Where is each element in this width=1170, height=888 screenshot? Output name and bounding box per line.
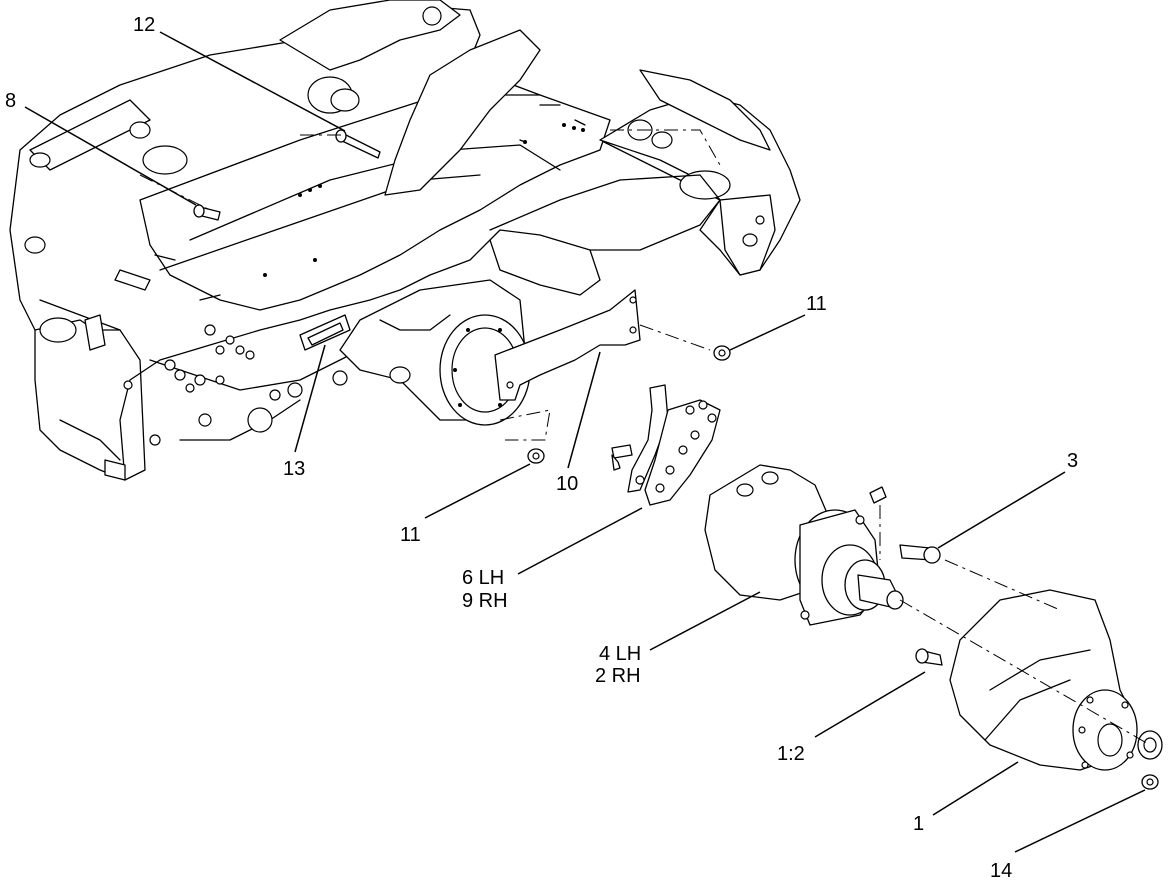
leader-3 — [937, 471, 1066, 549]
leader-11-top — [729, 314, 806, 351]
callout-8: 8 — [5, 90, 16, 112]
callout-labels: 12 8 11 13 10 11 3 6 LH 9 RH 4 LH 2 RH 1… — [5, 14, 1078, 882]
leader-14 — [1014, 789, 1146, 853]
callout-12: 12 — [133, 14, 155, 36]
callout-1: 1 — [913, 813, 924, 835]
leader-4-2 — [649, 591, 761, 651]
callout-11-bottom: 11 — [400, 524, 421, 546]
callout-14: 14 — [990, 860, 1012, 882]
nut-14 — [1141, 774, 1159, 790]
nut-11-top — [713, 345, 731, 361]
leader-lines — [24, 31, 1146, 853]
lug-bolt — [915, 648, 943, 666]
wheel-hub — [949, 589, 1138, 771]
callout-13: 13 — [283, 458, 305, 480]
bracket-6-9 — [611, 384, 721, 506]
callout-6-lh: 6 LH — [462, 567, 504, 589]
key — [869, 486, 887, 504]
leader-11-bottom — [424, 463, 531, 519]
bracket-10 — [494, 289, 641, 401]
frame-assembly — [9, 0, 801, 481]
leader-1 — [932, 761, 1019, 816]
leader-6-9 — [517, 507, 643, 575]
leader-1-2 — [814, 671, 926, 738]
callout-10: 10 — [556, 473, 578, 495]
cap-screw-3 — [899, 544, 941, 564]
bolt-12 — [335, 129, 381, 159]
leader-13 — [294, 344, 326, 453]
bolt-8 — [193, 204, 221, 221]
leader-12 — [159, 31, 346, 132]
leader-8 — [24, 106, 197, 206]
callout-3: 3 — [1067, 450, 1078, 472]
callout-4-lh: 4 LH — [599, 643, 641, 665]
callout-11-top: 11 — [806, 293, 827, 315]
callout-2-rh: 2 RH — [595, 665, 641, 687]
leader-10 — [567, 351, 601, 469]
nut-11-bottom — [527, 448, 545, 464]
axle-housing — [339, 279, 531, 426]
callout-1-2: 1:2 — [777, 743, 805, 765]
motor — [704, 464, 904, 626]
callout-9-rh: 9 RH — [462, 590, 508, 612]
